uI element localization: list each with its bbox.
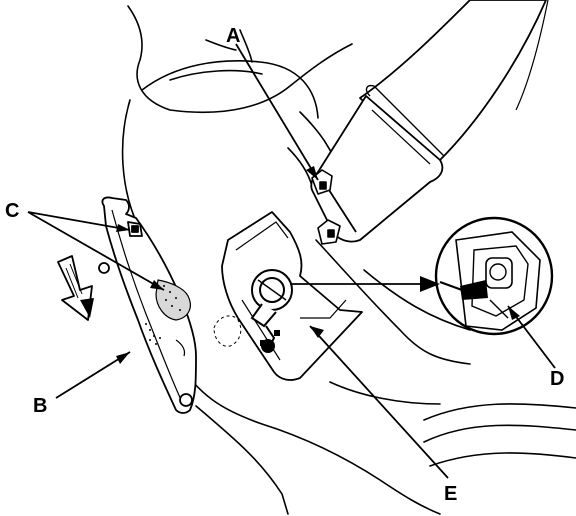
seat-belt-strap — [359, 0, 549, 167]
trim-cover-panel — [98, 196, 197, 414]
panel-dotted-texture — [145, 285, 181, 345]
hidden-part-outline — [213, 315, 242, 347]
anchor-hooks — [311, 169, 341, 245]
detail-inset — [434, 216, 554, 336]
hatched-down-right-arrow-icon — [57, 255, 94, 321]
callout-label-b: B — [33, 395, 48, 417]
callout-label-a: A — [226, 25, 241, 47]
leader-arrowheads — [116, 166, 520, 364]
callout-label-d: D — [550, 368, 565, 390]
callout-label-c: C — [5, 200, 20, 222]
callout-leaders — [27, 43, 556, 479]
belt-anchor-plate — [310, 84, 445, 243]
right-arrow-icon — [420, 276, 440, 292]
callout-label-e: E — [444, 483, 458, 505]
seat-outline — [121, 5, 576, 515]
bracket-tab-pins — [260, 330, 280, 346]
